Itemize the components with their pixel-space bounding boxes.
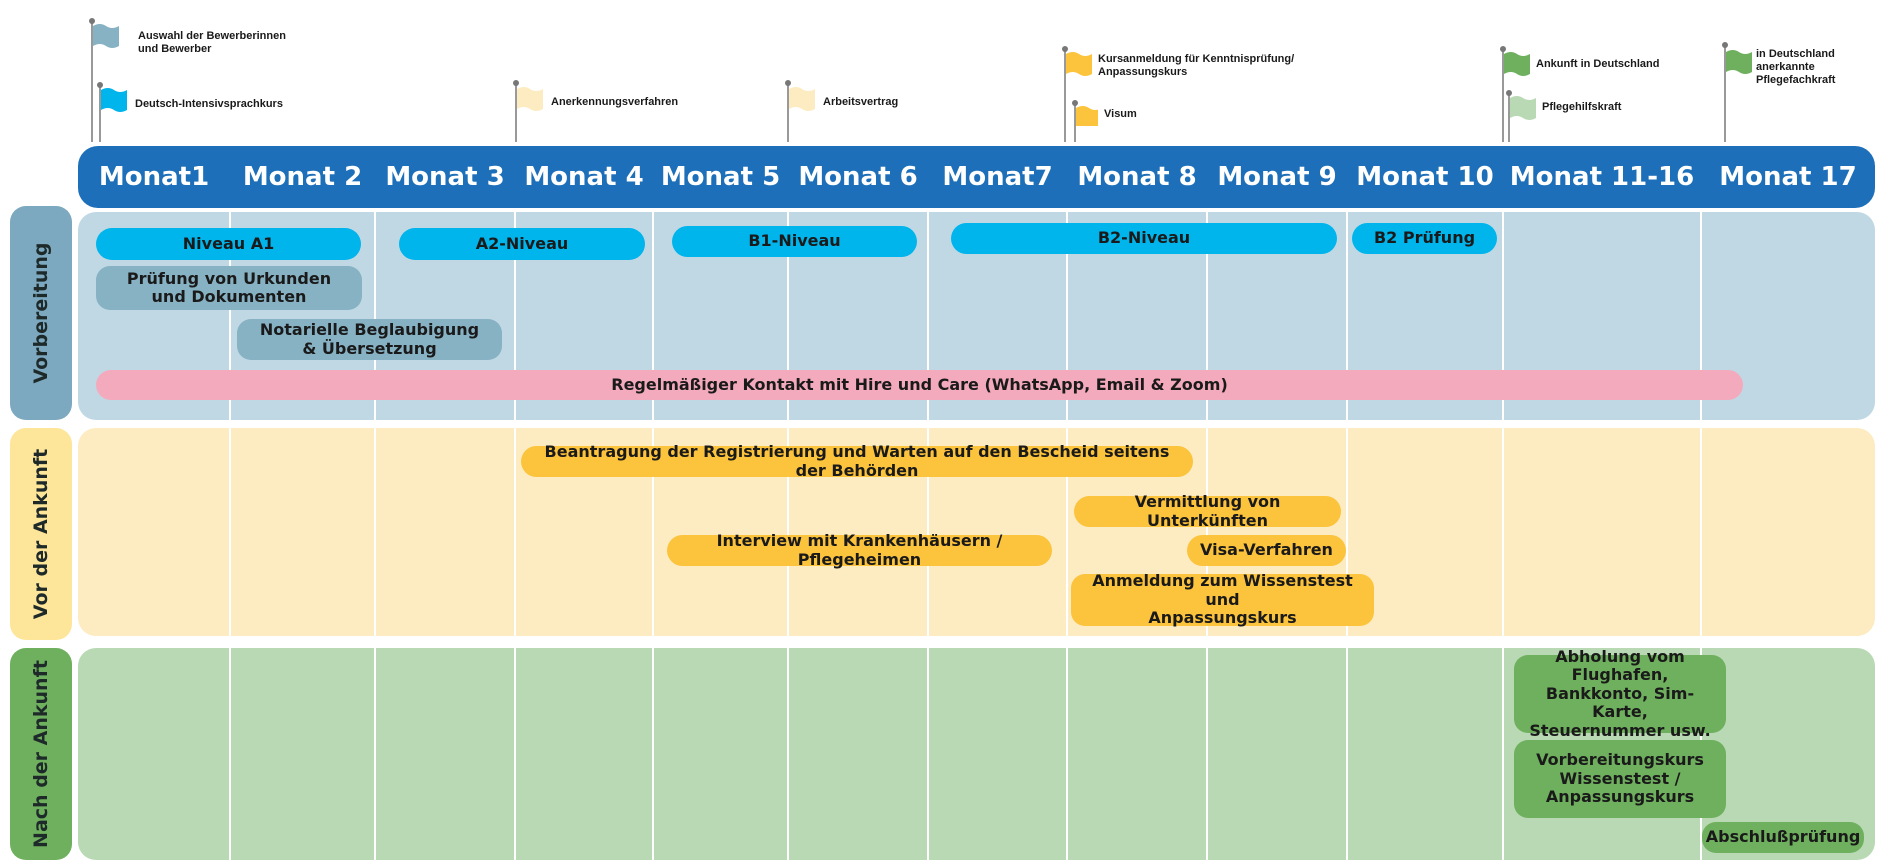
milestone-pflegefachkraft-label: in Deutschland anerkannte Pflegefachkraf…	[1756, 48, 1836, 86]
task-regelmaessiger-kontakt: Regelmäßiger Kontakt mit Hire und Care (…	[96, 370, 1743, 400]
month-header-10: Monat 10	[1356, 162, 1494, 192]
month-divider-7	[1066, 146, 1068, 860]
task-abholung-flughafen: Abholung vom Flughafen, Bankkonto, Sim-K…	[1514, 647, 1726, 739]
flag-icon	[1076, 106, 1098, 126]
task-vorbereitungskurs: Vorbereitungskurs Wissenstest / Anpassun…	[1514, 740, 1726, 818]
flag-icon	[789, 87, 819, 115]
flag-icon	[1066, 52, 1096, 80]
task-beantragung-registrierung: Beantragung der Registrierung und Warten…	[521, 442, 1193, 479]
flag-icon	[101, 88, 131, 116]
task-a2-niveau: A2-Niveau	[399, 228, 645, 260]
milestone-pflegehilfskraft-label: Pflegehilfskraft	[1542, 101, 1622, 113]
month-divider-2	[374, 146, 376, 860]
milestone-auswahl-label: Auswahl der Bewerberinnen und Bewerber	[138, 30, 286, 55]
lane-label-vorbereitung: Vorbereitung	[10, 206, 72, 420]
task-b2-pruefung: B2 Prüfung	[1352, 223, 1497, 254]
month-header-5: Monat 5	[660, 162, 781, 192]
month-header-11: Monat 11-16	[1509, 162, 1695, 192]
month-header-12: Monat 17	[1719, 162, 1857, 192]
month-header-8: Monat 8	[1077, 162, 1197, 192]
milestone-intensivsprachkurs-label: Deutsch-Intensivsprachkurs	[135, 98, 283, 110]
lane-label-vor-der-ankunft-text: Vor der Ankunft	[30, 448, 52, 620]
milestone-ankunft-label: Ankunft in Deutschland	[1536, 58, 1660, 70]
month-divider-4	[652, 146, 654, 860]
flag-icon	[517, 87, 547, 115]
month-header-7: Monat7	[942, 162, 1053, 192]
month-header-6: Monat 6	[798, 162, 918, 192]
month-divider-3	[514, 146, 516, 860]
task-niveau-a1: Niveau A1	[96, 228, 361, 260]
milestone-visum-label: Visum	[1104, 108, 1137, 120]
task-interview: Interview mit Krankenhäusern / Pflegehei…	[667, 531, 1052, 568]
milestone-anerkennungsverfahren-label: Anerkennungsverfahren	[551, 96, 679, 108]
task-visa-verfahren: Visa-Verfahren	[1187, 535, 1346, 566]
task-b1-niveau: B1-Niveau	[672, 226, 917, 257]
month-header-1: Monat1	[98, 162, 210, 192]
month-divider-1	[229, 146, 231, 860]
task-pruefung-urkunden: Prüfung von Urkunden und Dokumenten	[96, 266, 362, 310]
milestone-kursanmeldung-label: Kursanmeldung für Kenntnisprüfung/ Anpas…	[1098, 53, 1295, 78]
lane-label-nach-der-ankunft: Nach der Ankunft	[10, 648, 72, 860]
lane-label-nach-der-ankunft-text: Nach der Ankunft	[30, 660, 52, 848]
lane-label-vor-der-ankunft: Vor der Ankunft	[10, 428, 72, 640]
task-b2-niveau: B2-Niveau	[951, 223, 1337, 254]
flag-icon	[1510, 96, 1536, 120]
month-divider-11	[1700, 146, 1702, 860]
month-header-3: Monat 3	[385, 162, 505, 192]
month-divider-6	[927, 146, 929, 860]
task-vermittlung-unterkuenfte: Vermittlung von Unterkünften	[1074, 492, 1341, 529]
task-anmeldung-wissenstest: Anmeldung zum Wissenstest und Anpassungs…	[1071, 572, 1374, 627]
month-header-9: Monat 9	[1217, 162, 1337, 192]
flag-icon	[1504, 52, 1534, 80]
flag-icon	[1726, 50, 1756, 78]
month-divider-9	[1346, 146, 1348, 860]
month-header-bar	[78, 146, 1875, 208]
task-abschlusspruefung: Abschlußprüfung	[1702, 822, 1864, 853]
milestone-arbeitsvertrag-label: Arbeitsvertrag	[823, 96, 899, 108]
month-divider-5	[787, 146, 789, 860]
month-header-4: Monat 4	[524, 162, 644, 192]
flag-icon	[93, 24, 123, 52]
month-divider-10	[1502, 146, 1504, 860]
task-notarielle-beglaubigung: Notarielle Beglaubigung & Übersetzung	[237, 319, 502, 360]
lane-label-vorbereitung-text: Vorbereitung	[30, 242, 52, 384]
month-header-2: Monat 2	[242, 162, 363, 192]
